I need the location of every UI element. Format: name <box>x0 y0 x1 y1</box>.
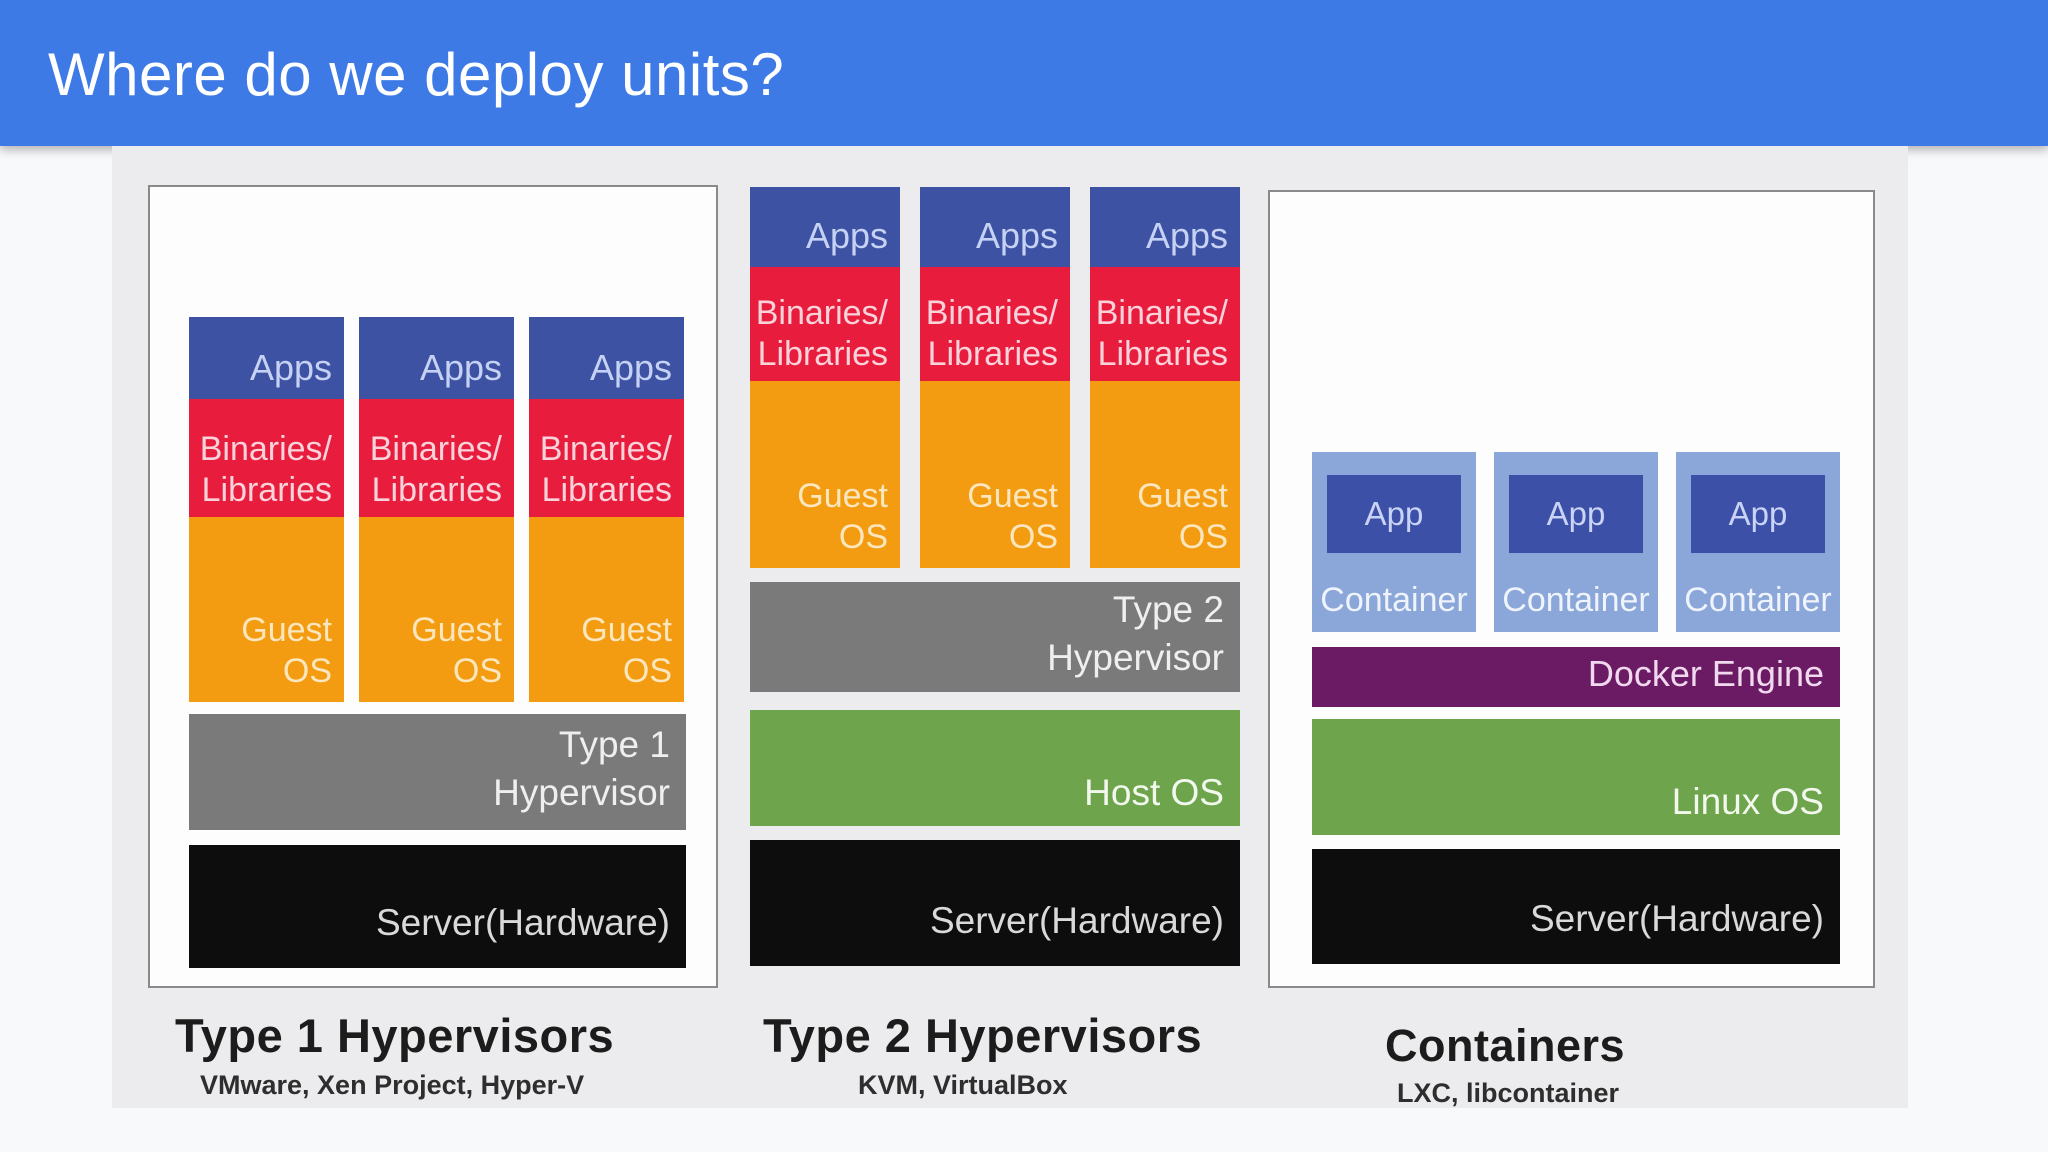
server-hardware-label: Server(Hardware) <box>375 902 670 943</box>
libraries-label: Libraries <box>927 335 1058 374</box>
binaries-label: Binaries/ <box>539 430 672 469</box>
apps-block: Apps <box>359 317 514 399</box>
hypervisor-label-line2: Hypervisor <box>493 772 670 813</box>
apps-label: Apps <box>975 215 1058 256</box>
vm-stack: Apps Binaries/ Libraries Guest OS <box>750 187 900 568</box>
guest-os-block: Guest OS <box>529 517 684 702</box>
container-label: Container <box>1502 581 1650 619</box>
type1-hypervisor-panel: Apps Binaries/ Libraries Guest OS Apps B… <box>148 185 718 988</box>
containers-caption: Containers <box>1385 1020 1626 1071</box>
app-label: App <box>1364 495 1424 532</box>
binaries-label: Binaries/ <box>369 430 502 469</box>
apps-label: Apps <box>249 347 332 388</box>
guest-os-block: Guest OS <box>189 517 344 702</box>
slide-title-bar: Where do we deploy units? <box>0 0 2048 146</box>
libraries-label: Libraries <box>371 471 502 510</box>
server-hardware-block: Server(Hardware) <box>189 845 686 968</box>
apps-block: Apps <box>189 317 344 399</box>
apps-label: Apps <box>805 215 888 256</box>
vm-stack: Apps Binaries/ Libraries Guest OS <box>1090 187 1240 568</box>
type2-hypervisor-block: Type 2 Hypervisor <box>750 582 1240 692</box>
app-block: App <box>1691 475 1825 553</box>
apps-label: Apps <box>589 347 672 388</box>
app-label: App <box>1546 495 1606 532</box>
vm-stack: Apps Binaries/ Libraries Guest OS <box>359 317 514 702</box>
guest-os-block: Guest OS <box>1090 381 1240 568</box>
os-label: OS <box>622 652 672 691</box>
guest-os-block: Guest OS <box>920 381 1070 568</box>
app-block: App <box>1327 475 1461 553</box>
vm-stack: Apps Binaries/ Libraries Guest OS <box>920 187 1070 568</box>
server-hardware-block: Server(Hardware) <box>750 840 1240 966</box>
guest-os-block: Guest OS <box>359 517 514 702</box>
host-os-label: Host OS <box>1084 772 1224 813</box>
hypervisor-label-line2: Hypervisor <box>1047 637 1224 678</box>
binaries-label: Binaries/ <box>755 294 888 333</box>
linux-os-label: Linux OS <box>1671 781 1824 822</box>
binaries-label: Binaries/ <box>925 294 1058 333</box>
host-os-block: Host OS <box>750 710 1240 826</box>
hypervisor-label-line1: Type 1 <box>558 723 670 765</box>
apps-block: Apps <box>1090 187 1240 267</box>
os-label: OS <box>838 518 888 557</box>
apps-label: Apps <box>419 347 502 388</box>
guest-label: Guest <box>241 611 332 650</box>
type2-caption: Type 2 Hypervisors <box>763 1009 1203 1062</box>
binaries-libraries-block: Binaries/ Libraries <box>920 267 1070 381</box>
hypervisor-label-line1: Type 2 <box>1112 588 1224 630</box>
guest-label: Guest <box>1137 477 1228 516</box>
os-label: OS <box>452 652 502 691</box>
slide-title: Where do we deploy units? <box>48 41 785 108</box>
server-hardware-label: Server(Hardware) <box>1529 898 1824 939</box>
app-block: App <box>1509 475 1643 553</box>
linux-os-block: Linux OS <box>1312 719 1840 835</box>
binaries-libraries-block: Binaries/ Libraries <box>750 267 900 381</box>
server-hardware-label: Server(Hardware) <box>929 900 1224 941</box>
os-label: OS <box>282 652 332 691</box>
binaries-label: Binaries/ <box>1095 294 1228 333</box>
binaries-libraries-block: Binaries/ Libraries <box>1090 267 1240 381</box>
type1-caption: Type 1 Hypervisors <box>175 1009 615 1062</box>
binaries-label: Binaries/ <box>199 430 332 469</box>
apps-block: Apps <box>529 317 684 399</box>
container-label: Container <box>1320 581 1468 619</box>
guest-label: Guest <box>411 611 502 650</box>
os-label: OS <box>1008 518 1058 557</box>
container-label: Container <box>1684 581 1832 619</box>
type2-subcaption: KVM, VirtualBox <box>858 1070 1068 1100</box>
libraries-label: Libraries <box>201 471 332 510</box>
app-label: App <box>1728 495 1788 532</box>
guest-label: Guest <box>967 477 1058 516</box>
type2-hypervisor-column: Apps Binaries/ Libraries Guest OS Apps B… <box>750 187 1240 988</box>
type1-hypervisor-block: Type 1 Hypervisor <box>189 714 686 830</box>
libraries-label: Libraries <box>541 471 672 510</box>
server-hardware-block: Server(Hardware) <box>1312 849 1840 964</box>
guest-label: Guest <box>581 611 672 650</box>
vm-stack: Apps Binaries/ Libraries Guest OS <box>189 317 344 702</box>
libraries-label: Libraries <box>757 335 888 374</box>
docker-engine-block: Docker Engine <box>1312 647 1840 707</box>
guest-label: Guest <box>797 477 888 516</box>
apps-block: Apps <box>920 187 1070 267</box>
guest-os-block: Guest OS <box>750 381 900 568</box>
binaries-libraries-block: Binaries/ Libraries <box>189 399 344 517</box>
containers-panel: App Container App Container App Containe… <box>1268 190 1875 988</box>
binaries-libraries-block: Binaries/ Libraries <box>529 399 684 517</box>
container-block: App Container <box>1676 452 1840 632</box>
binaries-libraries-block: Binaries/ Libraries <box>359 399 514 517</box>
container-block: App Container <box>1494 452 1658 632</box>
apps-label: Apps <box>1145 215 1228 256</box>
libraries-label: Libraries <box>1097 335 1228 374</box>
vm-stack: Apps Binaries/ Libraries Guest OS <box>529 317 684 702</box>
docker-engine-label: Docker Engine <box>1587 653 1824 694</box>
apps-block: Apps <box>750 187 900 267</box>
os-label: OS <box>1178 518 1228 557</box>
containers-subcaption: LXC, libcontainer <box>1397 1078 1620 1108</box>
container-block: App Container <box>1312 452 1476 632</box>
type1-subcaption: VMware, Xen Project, Hyper-V <box>200 1070 585 1100</box>
